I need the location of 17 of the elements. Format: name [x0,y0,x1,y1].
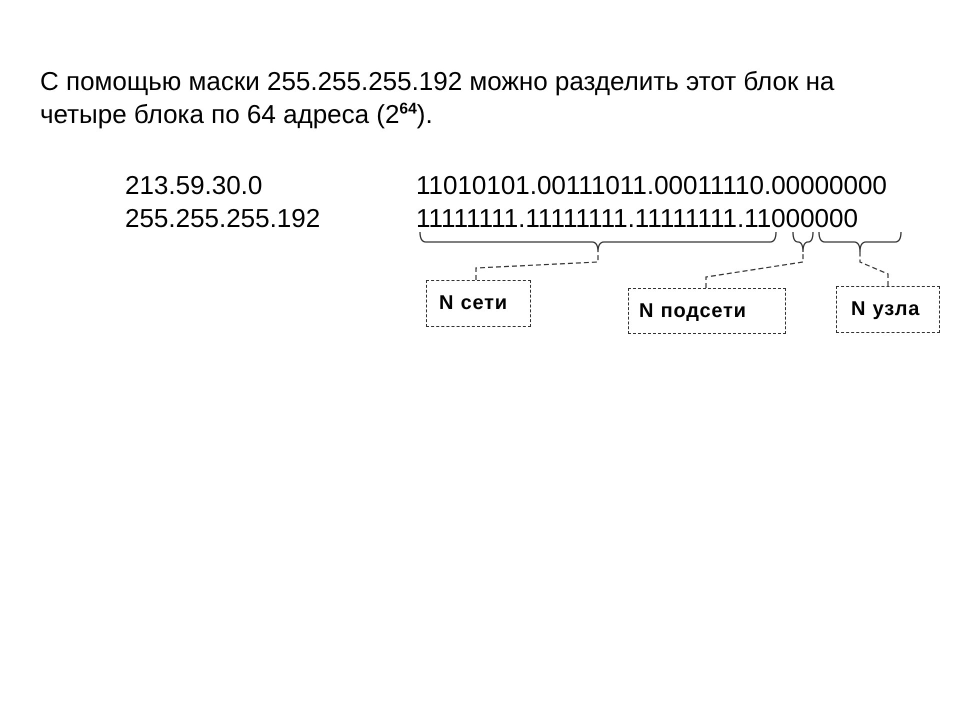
curly-brace [792,231,814,253]
binary-mask-text: 11111111.11111111.11111111.11000000 [416,203,858,233]
callout-text: N сети [439,292,508,315]
heading-text: С помощью маски 255.255.255.192 можно разделить этот блок на четыре блока по 64 адреса (2$^{64}$). [40,65,836,131]
callout-text: N подсети [639,300,747,322]
callout-text: N узла [851,298,920,321]
curly-brace [419,231,777,253]
ip-address-text: 213.59.30.0 [125,170,262,200]
callout-box [426,280,531,327]
callout-box [836,286,940,333]
leader-line [475,252,599,280]
callout-box [628,288,786,334]
leader-line [859,252,889,286]
leader-line [705,252,804,288]
subnet-mask-text: 255.255.255.192 [125,203,320,233]
binary-address-text: 11010101.00111011.00011110.00000000 [416,170,887,200]
curly-brace [818,231,902,253]
